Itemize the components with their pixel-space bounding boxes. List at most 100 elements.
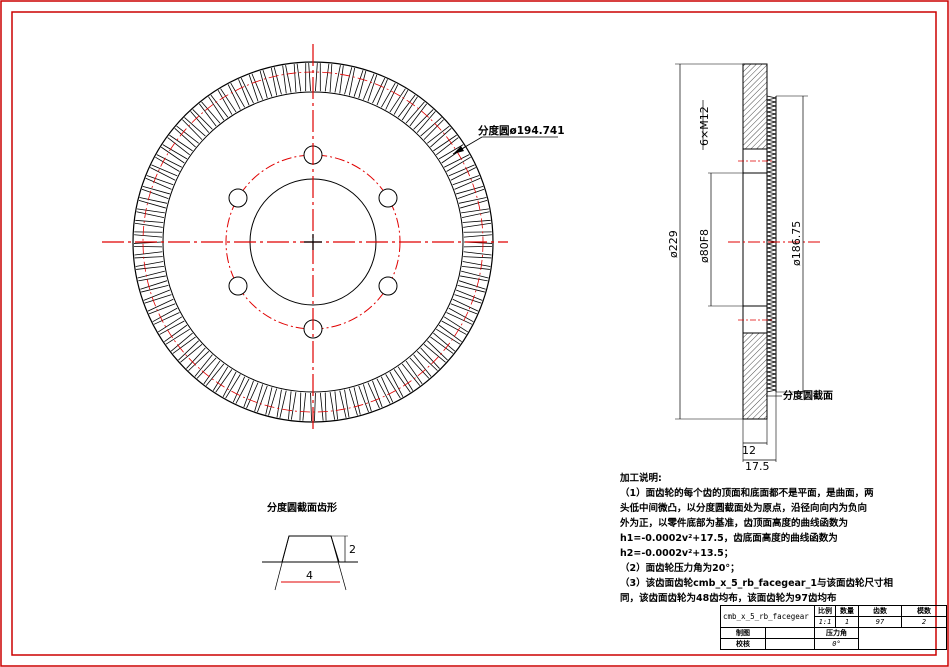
gear-tooth-line <box>248 74 259 102</box>
gear-tooth-line <box>448 164 475 177</box>
gear-tooth-line <box>409 103 428 127</box>
profile-extension <box>274 535 290 591</box>
gear-tooth-line <box>461 208 489 214</box>
gear-tooth-line <box>462 219 491 223</box>
gear-tooth-line <box>433 134 457 152</box>
gear-tooth-line <box>135 261 164 267</box>
gear-tooth-line <box>462 261 491 267</box>
gear-tooth-line <box>225 374 241 399</box>
gear-tooth-line <box>427 125 450 144</box>
gear-tooth-line <box>456 289 483 301</box>
gear-tooth-line <box>458 197 487 204</box>
gear-tooth-line <box>134 234 163 238</box>
gear-tooth-line <box>238 79 250 106</box>
gear-tooth-line <box>153 312 180 325</box>
gear-tooth-line <box>367 74 378 102</box>
gear-tooth-line <box>172 336 196 354</box>
gear-tooth-line <box>157 316 183 333</box>
gear-tooth-line <box>348 388 358 416</box>
gear-tooth-line <box>413 109 434 130</box>
gear-tooth-line <box>376 378 391 404</box>
side-tooth-band <box>766 95 777 393</box>
gear-tooth-line <box>452 175 480 186</box>
gear-tooth-line <box>310 392 312 422</box>
gear-tooth-line <box>246 382 259 409</box>
bolt-hole <box>378 188 398 208</box>
gear-tooth-line <box>188 351 210 371</box>
gear-tooth-line <box>397 94 416 118</box>
gear-tooth-line <box>430 336 454 354</box>
profile-dim-width: 4 <box>306 569 313 582</box>
gear-tooth-line <box>436 328 461 345</box>
gear-tooth-line <box>240 77 254 104</box>
gear-tooth-line <box>262 70 273 97</box>
gear-tooth-line <box>299 392 302 421</box>
gear-tooth-line <box>167 137 190 156</box>
gear-tooth-line <box>416 351 438 371</box>
gear-tooth-line <box>164 324 188 343</box>
gear-tooth-line <box>152 307 178 323</box>
gear-tooth-line <box>192 109 213 130</box>
gear-tooth-line <box>443 154 470 168</box>
gear-tooth-line <box>461 270 489 279</box>
gear-tooth-line <box>190 111 210 133</box>
arrow-head <box>453 146 464 154</box>
label-checked: 校核 <box>720 638 766 650</box>
gear-tooth-line <box>151 164 178 177</box>
gear-tooth-line <box>141 285 169 293</box>
gear-tooth-line <box>146 175 174 186</box>
gear-tooth-line <box>393 369 411 393</box>
gear-tooth-line <box>324 392 327 421</box>
header-scale: 比例 <box>814 605 836 617</box>
gear-tooth-line <box>409 357 430 379</box>
gear-tooth-line <box>344 67 353 95</box>
gear-tooth-line <box>230 82 246 108</box>
gear-tooth-line <box>441 320 467 335</box>
gear-tooth-line <box>137 208 165 214</box>
gear-tooth-line <box>397 366 414 391</box>
gear-tooth-line <box>423 119 444 140</box>
gear-tooth-line <box>150 167 176 181</box>
gear-tooth-line <box>438 324 462 343</box>
gear-tooth-line <box>460 199 488 209</box>
bolt-hole <box>228 188 248 208</box>
gear-tooth-line <box>302 392 307 421</box>
gear-tooth-line <box>170 332 193 352</box>
gear-tooth-line <box>344 389 350 418</box>
gear-tooth-line <box>139 197 168 204</box>
gear-tooth-line <box>319 392 324 421</box>
gear-tooth-line <box>401 363 421 386</box>
gear-tooth-line <box>405 101 425 124</box>
gear-tooth-line <box>180 344 203 363</box>
gear-tooth-line <box>315 63 318 92</box>
gear-tooth-line <box>145 177 172 190</box>
label-pressure: 压力角 <box>814 627 859 639</box>
gear-tooth-line <box>454 177 481 190</box>
gear-tooth-line <box>293 63 297 92</box>
gear-tooth-line <box>376 79 388 106</box>
gear-tooth-line <box>463 245 492 248</box>
gear-tooth-line <box>205 363 225 386</box>
gear-tooth-line <box>339 390 347 418</box>
gear-tooth-line <box>133 241 163 244</box>
gear-tooth-line <box>423 344 446 363</box>
gear-tooth-line <box>389 88 406 113</box>
gear-tooth-line <box>353 387 361 415</box>
gear-tooth-line <box>251 73 264 100</box>
gear-tooth-line <box>405 360 423 385</box>
gear-tooth-line <box>339 65 344 94</box>
side-view: 12 17.5 分度圆截面 ø229 ø80F8 ø186.75 6×M12 <box>667 63 833 473</box>
blank-cell <box>858 638 947 650</box>
gear-tooth-line <box>134 245 163 248</box>
gear-tooth-line <box>372 380 383 408</box>
notes-line: 同，该齿面齿轮为48齿均布，该面齿轮为97齿均布 <box>620 593 837 604</box>
gear-tooth-line <box>282 65 287 94</box>
gear-tooth-line <box>215 369 233 393</box>
gear-tooth-line <box>137 270 165 279</box>
notes-line: （3）该齿面齿轮cmb_x_5_rb_facegear_1与该面齿轮尺寸相 <box>620 578 893 589</box>
header-qty: 数量 <box>835 605 859 617</box>
notes-line: h1=-0.0002v²+17.5，齿底面高度的曲线函数为 <box>620 533 838 544</box>
gear-tooth-line <box>144 294 172 304</box>
profile-title: 分度圆截面齿形 <box>267 501 337 514</box>
